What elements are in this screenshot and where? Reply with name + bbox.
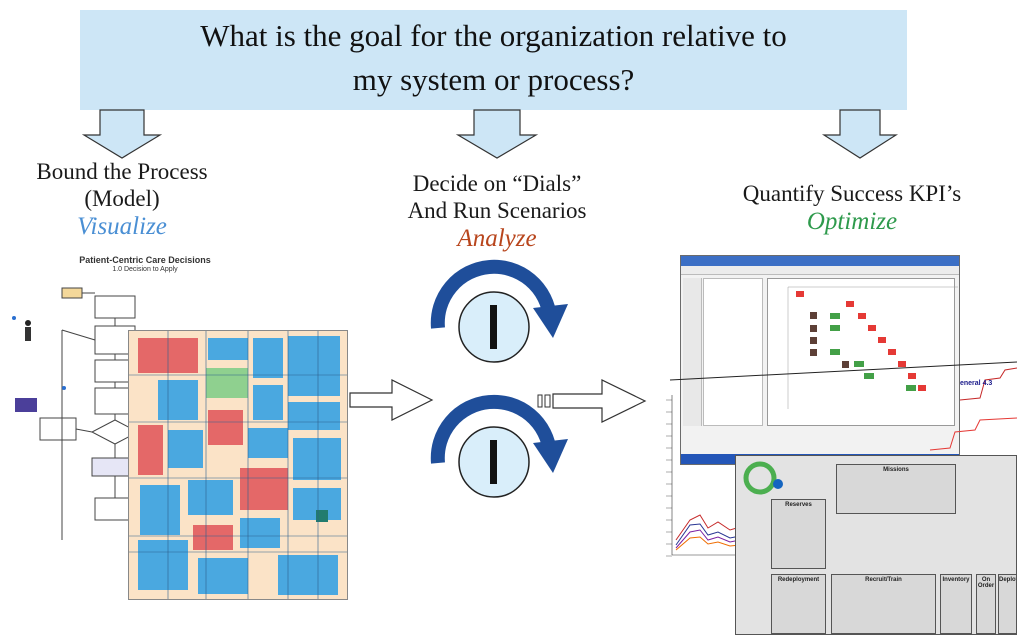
step-2-line-1: Decide on “Dials”	[412, 171, 582, 196]
dashboard-box-inventory: Inventory	[940, 574, 972, 634]
floor-plan-image	[128, 330, 348, 600]
right-arrow-2	[537, 379, 647, 423]
optimizer-window	[680, 255, 960, 465]
dashboard-box-recruit-train: Recruit/Train	[831, 574, 936, 634]
down-arrow-right	[821, 109, 899, 159]
goal-line-1: What is the goal for the organization re…	[200, 18, 787, 53]
step-3-verb: Optimize	[806, 208, 898, 235]
gantt-canvas	[767, 278, 958, 426]
dashboard-box-deployment: Deployme	[998, 574, 1016, 634]
flowchart-title: Patient-Centric Care Decisions	[79, 255, 211, 265]
goal-banner	[80, 10, 907, 110]
dashboard-title-inventory: Inventory	[942, 577, 970, 583]
step-1-verb: Visualize	[77, 213, 167, 240]
property-panel	[703, 278, 763, 426]
step-1-line-1: Bound the Process	[36, 159, 208, 184]
dashboard-title-reserves: Reserves	[785, 502, 812, 508]
dashboard-panel: Reserves Redeployment Recruit/Train Inve…	[735, 455, 1017, 635]
dashboard-title-on-order: On Order	[977, 577, 995, 589]
step-2-line-2: And Run Scenarios	[407, 198, 587, 223]
goal-banner-text: What is the goal for the organization re…	[80, 14, 907, 102]
step-3-line-1: Quantify Success KPI’s	[742, 181, 962, 206]
down-arrow-center	[455, 109, 539, 159]
flowchart-subtitle: 1.0 Decision to Apply	[112, 266, 178, 273]
step-2-verb: Analyze	[457, 225, 537, 252]
step-1-line-2: (Model)	[84, 186, 160, 211]
window-titlebar	[681, 256, 959, 266]
dashboard-cycle-icon	[743, 461, 783, 495]
process-flowchart	[12, 287, 212, 540]
dashboard-box-on-order: On Order	[976, 574, 996, 634]
window-menubar	[681, 266, 959, 275]
dashboard-title-missions: Missions	[883, 467, 909, 473]
tool-panel	[683, 278, 702, 426]
floor-plan-frame	[128, 330, 348, 600]
dial-icon-bottom	[430, 394, 568, 498]
down-arrow-left	[81, 109, 163, 159]
right-arrow-1	[349, 379, 434, 421]
goal-line-2: my system or process?	[352, 62, 635, 97]
step-1-label: Bound the Process (Model) Visualize	[0, 158, 244, 242]
dashboard-title-recruit-train: Recruit/Train	[865, 577, 902, 583]
step-2-label: Decide on “Dials” And Run Scenarios Anal…	[375, 170, 619, 254]
dashboard-box-reserves: Reserves	[771, 499, 826, 569]
dashboard-title-deployment: Deployme	[999, 577, 1016, 583]
dashboard-box-missions: Missions	[836, 464, 956, 514]
dial-icon-top	[430, 259, 568, 363]
step-3-label: Quantify Success KPI’s Optimize	[692, 180, 1012, 237]
dashboard-box-redeployment: Redeployment	[771, 574, 826, 634]
dashboard-title-redeployment: Redeployment	[777, 577, 820, 583]
